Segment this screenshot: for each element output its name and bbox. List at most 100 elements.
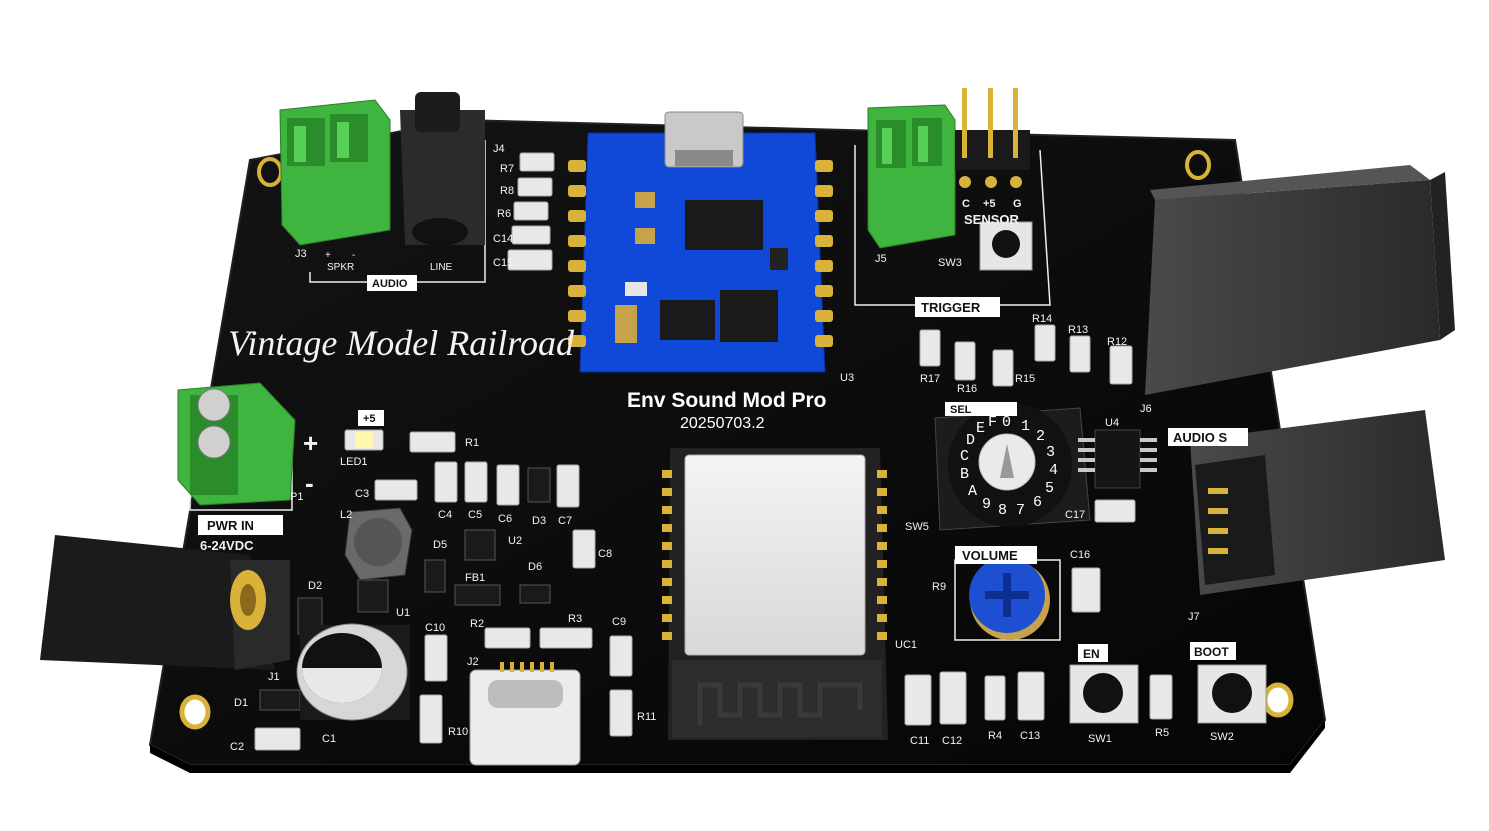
svg-text:J4: J4: [493, 143, 505, 155]
capacitor-c1: [296, 623, 410, 721]
svg-text:C2: C2: [230, 741, 244, 753]
tactile-switch-sw3[interactable]: [979, 221, 1033, 271]
svg-text:6: 6: [1033, 494, 1042, 511]
svg-text:J1: J1: [268, 671, 280, 683]
spkr-label: SPKR: [327, 262, 354, 273]
svg-text:R1: R1: [465, 437, 479, 449]
volume-label-box: VOLUME: [955, 546, 1037, 564]
sensor-pin-g: G: [1013, 198, 1022, 210]
svg-text:SEL: SEL: [950, 404, 972, 416]
tactile-switch-sw2[interactable]: [1197, 664, 1267, 724]
svg-text:U3: U3: [840, 372, 854, 384]
rj-jack-j7: [1190, 410, 1445, 595]
svg-text:R2: R2: [470, 618, 484, 630]
smd-c16: [1071, 567, 1101, 613]
svg-text:J3: J3: [295, 248, 307, 260]
svg-text:F: F: [988, 414, 997, 431]
en-label-box: EN: [1078, 644, 1108, 662]
svg-text:R4: R4: [988, 730, 1002, 742]
svg-text:LED1: LED1: [340, 456, 368, 468]
svg-text:J7: J7: [1188, 611, 1200, 623]
product-name: Env Sound Mod Pro: [627, 389, 827, 412]
svg-text:PWR IN: PWR IN: [207, 518, 254, 533]
tactile-switch-sw1[interactable]: [1069, 664, 1139, 724]
svg-text:AUDIO: AUDIO: [372, 278, 408, 290]
svg-text:D1: D1: [234, 697, 248, 709]
svg-text:R5: R5: [1155, 727, 1169, 739]
svg-text:UC1: UC1: [895, 639, 917, 651]
svg-text:R16: R16: [957, 383, 977, 395]
svg-text:FB1: FB1: [465, 572, 485, 584]
version-label: 20250703.2: [680, 415, 765, 432]
svg-text:1: 1: [1021, 418, 1030, 435]
svg-text:R10: R10: [448, 726, 468, 738]
audio-label-box: AUDIO: [367, 275, 417, 291]
svg-text:C12: C12: [942, 735, 962, 747]
svg-text:R11: R11: [637, 711, 656, 723]
svg-text:AUDIO S: AUDIO S: [1173, 430, 1228, 445]
svg-text:VOLUME: VOLUME: [962, 548, 1018, 563]
svg-text:E: E: [976, 420, 985, 437]
svg-text:C17: C17: [1065, 509, 1085, 521]
sensor-label: SENSOR: [964, 212, 1020, 227]
svg-text:C15: C15: [493, 257, 513, 269]
smd-group-audio: [507, 152, 555, 271]
svg-text:C13: C13: [1020, 730, 1040, 742]
pwr-in-label-box: PWR IN: [198, 515, 283, 535]
svg-text:C7: C7: [558, 515, 572, 527]
svg-text:2: 2: [1036, 428, 1045, 445]
boot-label-box: BOOT: [1190, 642, 1236, 660]
svg-text:8: 8: [998, 502, 1007, 519]
terminal-block-j5: [867, 104, 956, 249]
svg-text:SW5: SW5: [905, 521, 929, 533]
wifi-module-uc1: [668, 448, 888, 740]
smd-group-power: [254, 431, 633, 751]
svg-text:7: 7: [1016, 502, 1025, 519]
svg-text:R7: R7: [500, 163, 514, 175]
smd-group-trigger: [919, 324, 1133, 387]
svg-text:D5: D5: [433, 539, 447, 551]
svg-text:5: 5: [1045, 480, 1054, 497]
inductor-l2: [344, 507, 413, 581]
plus-marking: +: [303, 428, 318, 458]
board-title: Vintage Model Railroad: [228, 323, 575, 363]
svg-text:B: B: [960, 466, 969, 483]
sensor-pin-5: +5: [983, 198, 996, 210]
mounting-holes: [179, 150, 1294, 730]
svg-text:U2: U2: [508, 535, 522, 547]
svg-text:C1: C1: [322, 733, 336, 745]
smd-c17: [1094, 499, 1136, 523]
svg-text:D: D: [966, 432, 975, 449]
smd-diodes: [259, 467, 551, 711]
spkr-minus: -: [352, 250, 355, 261]
svg-text:9: 9: [982, 496, 991, 513]
svg-text:C3: C3: [355, 488, 369, 500]
plus5-label-box: +5: [358, 410, 384, 426]
svg-text:C9: C9: [612, 616, 626, 628]
svg-text:3: 3: [1046, 444, 1055, 461]
svg-text:R6: R6: [497, 208, 511, 220]
svg-text:D3: D3: [532, 515, 546, 527]
svg-text:SW1: SW1: [1088, 733, 1112, 745]
svg-text:R14: R14: [1032, 313, 1052, 325]
terminal-block-j3: [279, 99, 391, 246]
rotary-switch-sw5[interactable]: [934, 403, 1091, 531]
pwr-voltage-label: 6-24VDC: [200, 538, 254, 553]
ic-u4: [1078, 429, 1157, 489]
svg-text:TRIGGER: TRIGGER: [921, 300, 981, 315]
dial-markings: 0 1 2 3 4 5 6 7 8 9 A B C D E F: [960, 414, 1058, 519]
svg-text:U4: U4: [1105, 417, 1119, 429]
sensor-pin-c: C: [962, 198, 970, 210]
module-castellations: [568, 160, 833, 347]
svg-text:C8: C8: [598, 548, 612, 560]
terminal-block-p1: [177, 382, 296, 506]
rj-jack-j6: [1145, 165, 1455, 395]
svg-text:J2: J2: [467, 656, 479, 668]
svg-text:SW2: SW2: [1210, 731, 1234, 743]
sound-module-u3: [579, 111, 826, 373]
svg-text:C4: C4: [438, 509, 452, 521]
svg-text:R17: R17: [920, 373, 940, 385]
svg-text:L2: L2: [340, 509, 352, 521]
svg-text:+5: +5: [363, 413, 376, 425]
led-1: [344, 429, 384, 451]
